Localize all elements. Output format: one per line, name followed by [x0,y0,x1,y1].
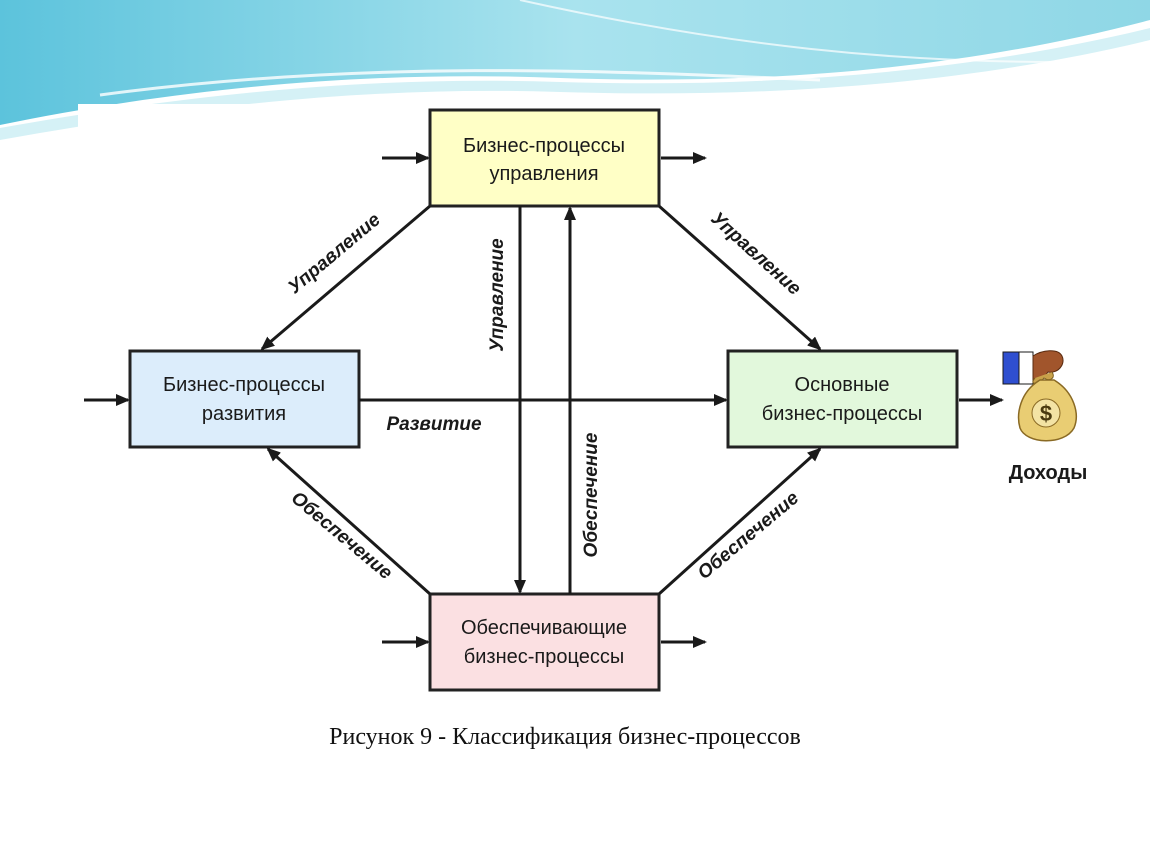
box-development-rect [128,349,361,449]
box-core-processes: Основные бизнес-процессы [726,349,959,449]
label-mgmt-to-core: Управление [707,208,806,300]
label-support-to-mgmt: Обеспечение [581,432,602,557]
arrow-support-to-core [657,447,822,596]
income-label: Доходы [1009,462,1088,484]
box-development-line2: развития [202,403,286,425]
box-management-line1: Бизнес-процессы [463,135,625,157]
arrow-management-to-development [260,204,431,351]
box-core-line2: бизнес-процессы [762,403,922,425]
box-support-processes: Обеспечивающие бизнес-процессы [428,592,661,692]
label-mgmt-to-dev: Управление [284,209,385,298]
label-support-to-core: Обеспечение [694,487,804,584]
label-dev-to-core: Развитие [386,414,482,435]
top-wave-decoration [0,0,1150,140]
label-support-to-dev: Обеспечение [287,488,397,585]
figure-caption: Рисунок 9 - Классификация бизнес-процесс… [329,724,801,750]
dollar-sign: $ [1040,401,1052,426]
box-support-rect [428,592,661,692]
box-development-processes: Бизнес-процессы развития [128,349,361,449]
box-core-line1: Основные [795,374,890,396]
label-mgmt-to-support: Управление [487,238,508,352]
box-core-rect [726,349,959,449]
arrow-support-to-development [266,447,432,596]
box-management-line2: управления [489,163,598,185]
money-bag-icon: $ [1002,350,1077,442]
box-development-line1: Бизнес-процессы [163,374,325,396]
box-management-rect [428,108,661,208]
box-support-line2: бизнес-процессы [464,646,624,668]
arrows [84,152,1004,648]
arrow-management-to-core [658,204,822,351]
box-support-line1: Обеспечивающие [461,617,627,639]
box-management-processes: Бизнес-процессы управления [428,108,661,208]
